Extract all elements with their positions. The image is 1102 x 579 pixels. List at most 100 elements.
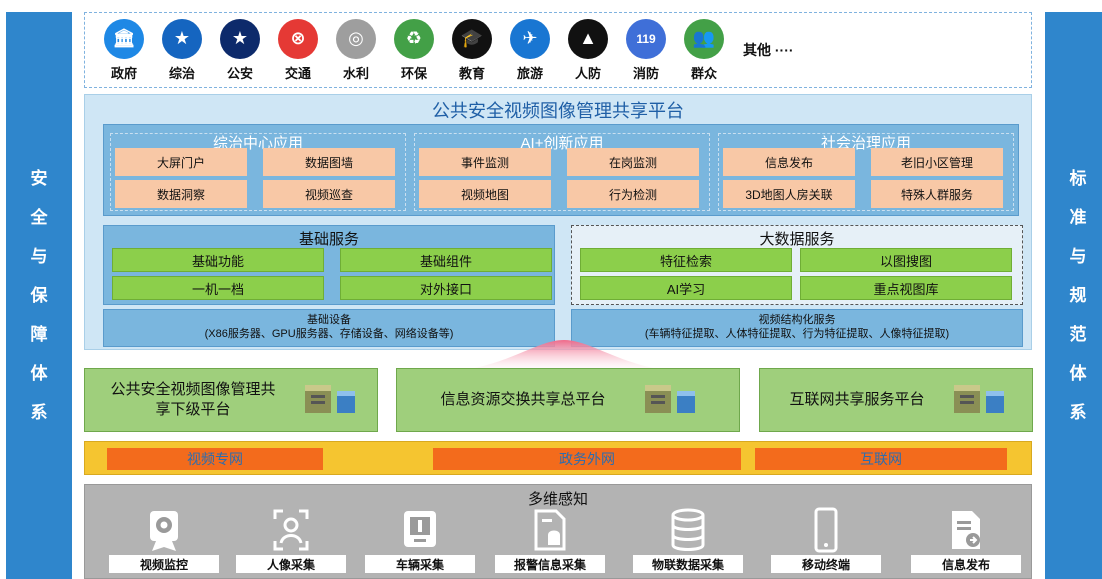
service-cell: 一机一档 xyxy=(112,276,324,300)
sub-platform-label: 享下级平台 xyxy=(155,401,231,418)
infra-title: 基础设备 xyxy=(307,314,351,326)
app-group-comprehensive: 综治中心应用 大屏门户 数据图墙 数据洞察 视频巡查 xyxy=(110,133,406,211)
security-system-bar: 安 全 与 保 障 体 系 xyxy=(6,12,72,579)
shield-star-icon: ★ xyxy=(162,18,202,59)
side-char: 与 xyxy=(30,247,48,266)
video-structuring-box: 视频结构化服务 (车辆特征提取、人体特征提取、行为特征提取、人像特征提取) xyxy=(571,309,1023,347)
platform-title: 公共安全视频图像管理共享平台 xyxy=(432,101,684,121)
fire-119-icon: 119 xyxy=(626,18,666,59)
bigdata-service-title: 大数据服务 xyxy=(759,231,835,248)
service-cell: 基础功能 xyxy=(112,248,324,272)
service-cell: 特征检索 xyxy=(580,248,792,272)
sensing-item: 车辆采集 xyxy=(365,507,475,573)
service-cell: 重点视图库 xyxy=(800,276,1012,300)
stakeholder-item: 🎓 教育 xyxy=(445,18,499,82)
stakeholder-item: ⊗ 交通 xyxy=(271,18,325,82)
app-cell: 在岗监测 xyxy=(567,148,699,176)
sensing-title: 多维感知 xyxy=(527,491,588,508)
infra-detail: (车辆特征提取、人体特征提取、行为特征提取、人像特征提取) xyxy=(644,328,950,340)
stakeholder-item: ◎水利 xyxy=(329,18,383,82)
network-video: 视频专网 xyxy=(107,448,323,470)
app-cell: 事件监测 xyxy=(419,148,551,176)
face-scan-icon xyxy=(273,509,309,551)
app-group-title: 综治中心应用 xyxy=(212,135,303,152)
server-icon xyxy=(954,385,1004,413)
stakeholder-item: 119 消防 xyxy=(619,18,673,82)
sensing-item: 视频监控 xyxy=(109,507,219,573)
service-cell: 以图搜图 xyxy=(800,248,1012,272)
stakeholder-label: 环保 xyxy=(400,65,427,81)
app-group-social: 社会治理应用 信息发布 老旧小区管理 3D地图人房关联 特殊人群服务 xyxy=(718,133,1014,211)
side-char: 与 xyxy=(1069,247,1087,266)
sensing-label: 报警信息采集 xyxy=(495,555,605,573)
app-cell: 大屏门户 xyxy=(115,148,247,176)
sensing-label: 信息发布 xyxy=(911,555,1021,573)
multi-dimensional-sensing: 多维感知 视频监控 人像采集 车辆采集 报警信息采集 xyxy=(84,484,1032,579)
side-char: 障 xyxy=(30,325,48,344)
side-char: 保 xyxy=(30,286,48,305)
app-cell: 特殊人群服务 xyxy=(871,180,1003,208)
sensing-label: 移动终端 xyxy=(771,555,881,573)
stakeholder-item: ✈旅游 xyxy=(503,18,557,82)
stakeholder-label: 教育 xyxy=(458,65,485,81)
app-cell: 数据洞察 xyxy=(115,180,247,208)
camera-icon xyxy=(150,511,178,551)
sensing-item: 信息发布 xyxy=(911,507,1021,573)
stakeholder-item: ♻环保 xyxy=(387,18,441,82)
graduation-cap-icon: 🎓 xyxy=(452,18,492,59)
alarm-doc-icon xyxy=(534,509,566,551)
stakeholder-item: ★综治 xyxy=(155,18,209,82)
stakeholder-item: ▲人防 xyxy=(561,18,615,82)
side-char: 体 xyxy=(1069,364,1087,383)
stakeholder-label: 消防 xyxy=(632,65,659,81)
sensing-label: 物联数据采集 xyxy=(633,555,743,573)
basic-service-title: 基础服务 xyxy=(298,231,359,248)
stakeholder-item: 👥群众 xyxy=(677,18,731,82)
side-char: 安 xyxy=(30,169,48,188)
bigdata-service-box: 大数据服务 特征检索 以图搜图 AI学习 重点视图库 xyxy=(571,225,1023,305)
sensing-item: 移动终端 xyxy=(771,507,881,573)
side-char: 体 xyxy=(30,364,48,383)
application-band: 综治中心应用 大屏门户 数据图墙 数据洞察 视频巡查 AI+创新应用 事件监测 … xyxy=(103,124,1019,216)
video-sharing-platform: 公共安全视频图像管理共享平台 综治中心应用 大屏门户 数据图墙 数据洞察 视频巡… xyxy=(84,94,1032,350)
sensing-label: 视频监控 xyxy=(109,555,219,573)
infra-detail: (X86服务器、GPU服务器、存储设备、网络设备等) xyxy=(204,328,454,340)
side-char: 标 xyxy=(1069,169,1087,188)
server-icon xyxy=(645,385,695,413)
stakeholder-item: ★公安 xyxy=(213,18,267,82)
sub-platform-label: 信息资源交换共享总平台 xyxy=(440,391,606,408)
network-government: 政务外网 xyxy=(433,448,741,470)
stakeholder-label: 群众 xyxy=(690,65,717,81)
service-cell: 对外接口 xyxy=(340,276,552,300)
stakeholder-label: 交通 xyxy=(284,65,311,81)
steering-wheel-icon: ⊗ xyxy=(278,18,318,59)
app-cell: 信息发布 xyxy=(723,148,855,176)
basic-service-box: 基础服务 基础功能 基础组件 一机一档 对外接口 xyxy=(103,225,555,305)
stakeholder-label: 旅游 xyxy=(516,65,543,81)
stakeholder-item: 🏛政府 xyxy=(97,18,151,82)
water-icon: ◎ xyxy=(336,18,376,59)
stakeholder-label: 人防 xyxy=(574,65,601,81)
side-char: 全 xyxy=(30,208,48,227)
vehicle-device-icon xyxy=(404,511,436,547)
side-char: 准 xyxy=(1069,208,1087,227)
sensing-label: 人像采集 xyxy=(236,555,346,573)
sensing-label: 车辆采集 xyxy=(365,555,475,573)
app-cell: 数据图墙 xyxy=(263,148,395,176)
side-char: 规 xyxy=(1069,286,1087,305)
mobile-icon xyxy=(814,507,838,553)
server-icon xyxy=(305,385,355,413)
sub-platform-label: 公共安全视频图像管理共 xyxy=(110,381,276,398)
sub-platform-internet: 互联网共享服务平台 xyxy=(759,368,1033,432)
network-bar: 视频专网 政务外网 互联网 xyxy=(84,441,1032,475)
app-cell: 老旧小区管理 xyxy=(871,148,1003,176)
government-icon: 🏛 xyxy=(104,18,144,59)
side-char: 系 xyxy=(1069,403,1087,422)
side-char: 范 xyxy=(1069,325,1087,344)
sensing-item: 人像采集 xyxy=(236,507,346,573)
database-icon xyxy=(671,508,705,551)
sensing-item: 报警信息采集 xyxy=(495,507,605,573)
service-cell: 基础组件 xyxy=(340,248,552,272)
app-group-title: 社会治理应用 xyxy=(820,135,911,152)
